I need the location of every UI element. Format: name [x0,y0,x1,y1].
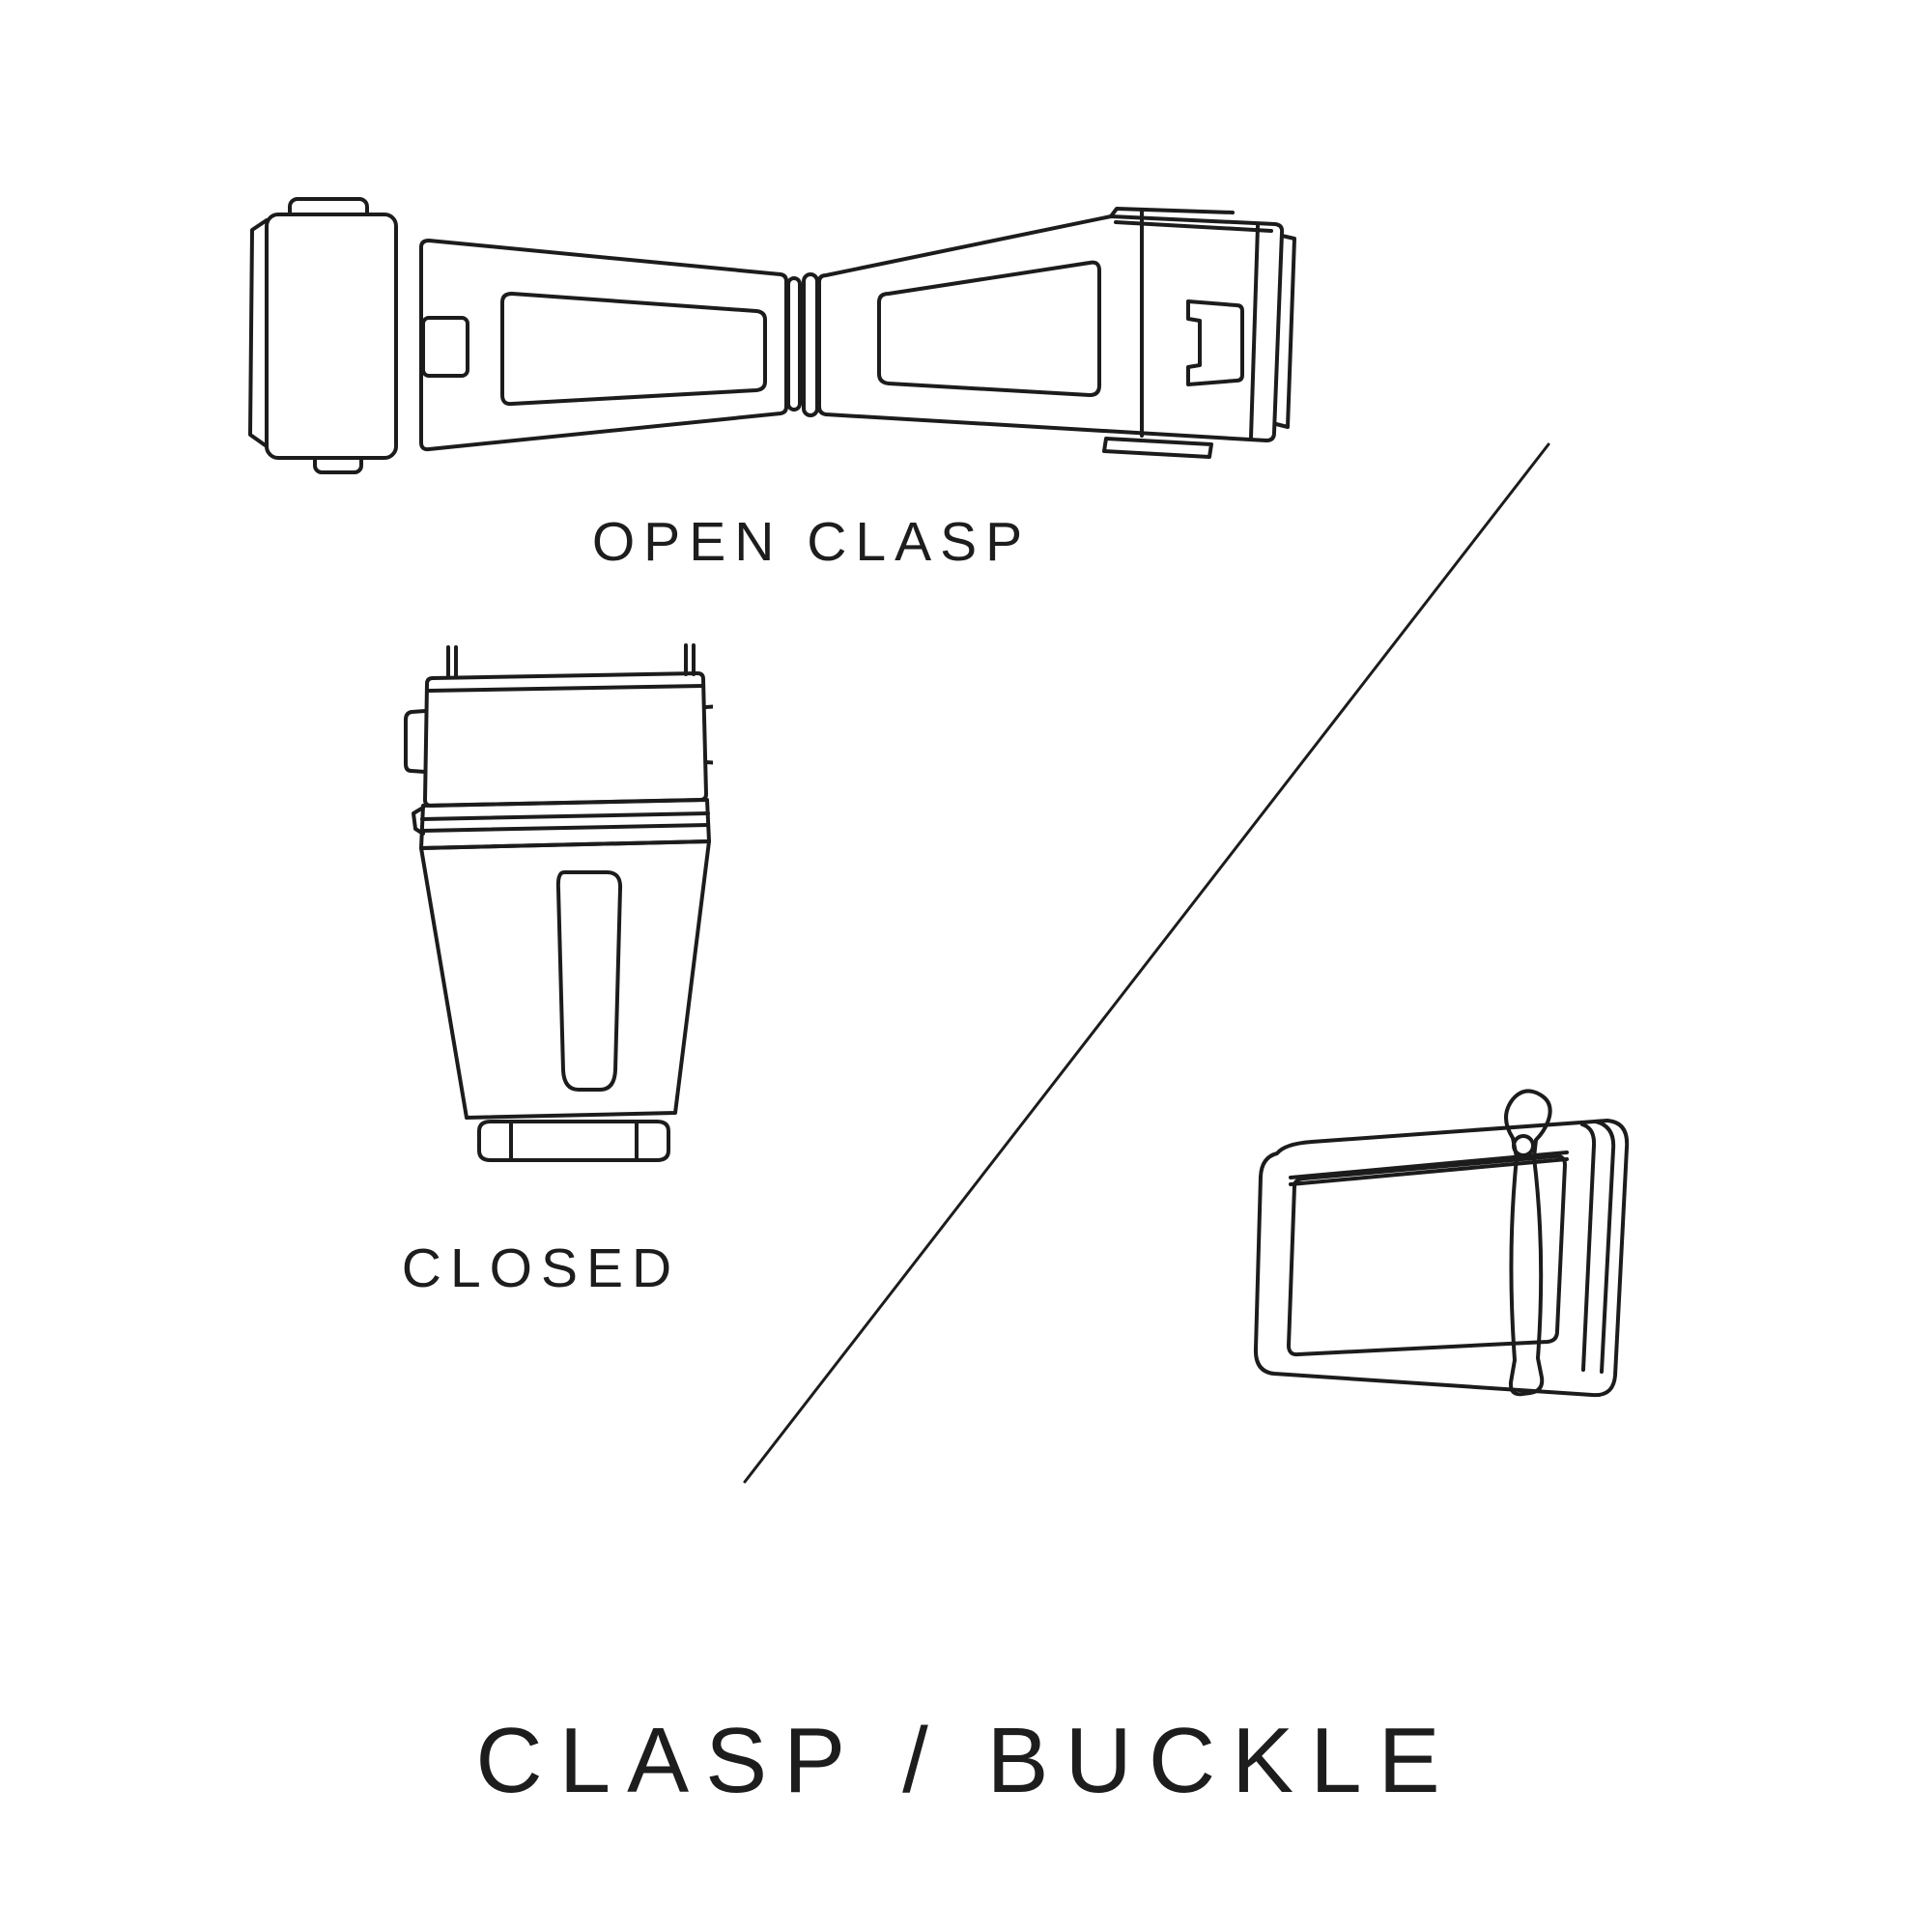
open-clasp-label: OPEN CLASP [591,511,1032,573]
closed-clasp-illustration [404,643,713,1162]
buckle-illustration [1253,1089,1630,1398]
open-clasp-illustration [248,197,1296,474]
divider-line [743,442,1550,1484]
closed-clasp-label: CLOSED [401,1237,681,1299]
page-title: CLASP / BUCKLE [475,1709,1457,1812]
